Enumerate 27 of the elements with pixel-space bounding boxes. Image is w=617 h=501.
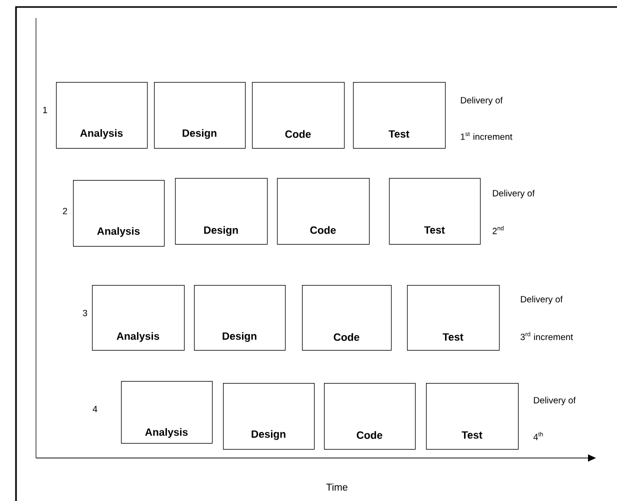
delivery-note: Delivery of <box>520 296 563 304</box>
delivery-note: Delivery of <box>460 96 503 106</box>
process-box: Design <box>154 82 246 149</box>
process-box: Test <box>353 82 446 149</box>
delivery-note: 1$^{st}$ increment <box>460 132 512 140</box>
process-box: Test <box>389 178 481 245</box>
process-box: Design <box>194 285 286 351</box>
process-box: Code <box>302 285 392 351</box>
axis-label: Time <box>326 483 348 491</box>
delivery-note: 2$^{nd}$ <box>492 226 504 234</box>
process-box: Code <box>324 383 416 450</box>
process-box: Analysis <box>56 82 148 149</box>
delivery-note: Delivery of <box>492 190 535 198</box>
delivery-note: 3$^{rd}$ increment <box>520 332 573 340</box>
process-box: Design <box>223 383 315 450</box>
delivery-note: 4$^{th}$ <box>533 432 543 440</box>
delivery-note: Delivery of <box>534 396 576 406</box>
row-number: 1 <box>43 106 48 114</box>
process-box: Analysis <box>73 180 165 247</box>
process-box: Test <box>426 383 519 450</box>
process-box: Test <box>407 285 500 351</box>
process-box: Analysis <box>92 285 185 351</box>
row-number: 4 <box>92 406 98 412</box>
process-box: Design <box>175 178 268 245</box>
process-box: Code <box>252 82 345 149</box>
process-box: Analysis <box>121 381 213 444</box>
process-box: Code <box>277 178 370 245</box>
